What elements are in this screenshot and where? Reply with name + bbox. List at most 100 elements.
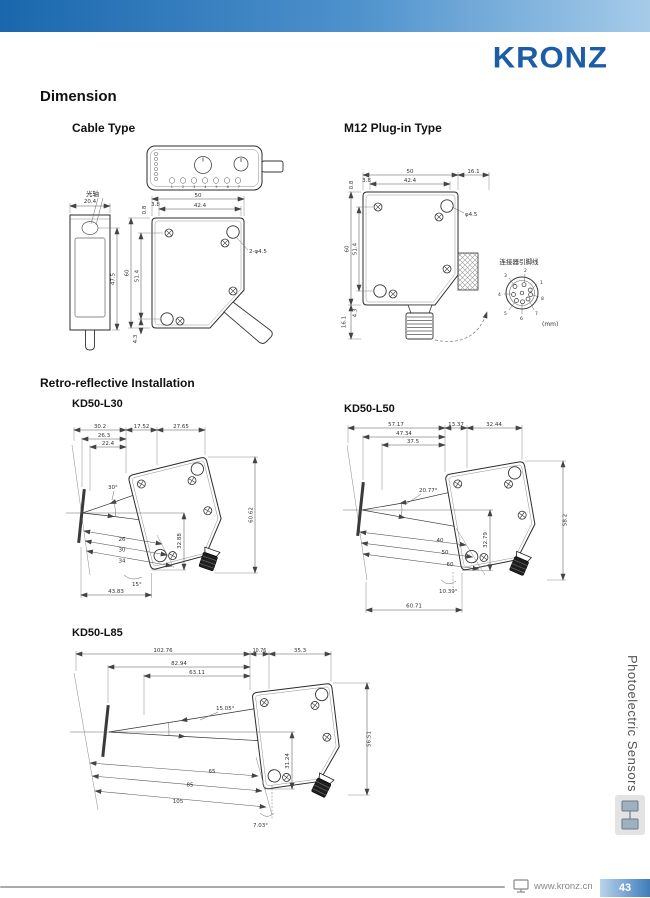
connector-pinout: 连接器引脚线 1 2 3 4 5 6 7 8 (mm) [498, 257, 558, 328]
dim-label: 58.2 [563, 514, 569, 526]
monitor-icon [513, 879, 529, 893]
angle-label: 10.39° [439, 589, 458, 595]
sensor-body [128, 457, 233, 586]
beam-upper [399, 492, 449, 505]
dim-label: 37.5 [407, 439, 420, 445]
dim-label: 47.34 [396, 431, 412, 437]
dim-label: 10.76 [253, 648, 267, 654]
scale-numbers: 1234567 [171, 185, 249, 189]
m12-front-view: 50 16.1 42.4 3.8 0.8 φ4.5 60 51.4 4.3 16… [342, 169, 490, 342]
dim-label: 30 [119, 548, 126, 554]
dim-label: 42.4 [194, 203, 207, 209]
reflector-plane-line [346, 444, 368, 581]
dim-label: 32.88 [177, 533, 183, 549]
dim-label: 32.79 [483, 532, 489, 548]
dim-label: 2-φ4.5 [249, 249, 267, 255]
cable-side-view: 光轴 20.4 47.5 [69, 189, 120, 351]
dim-label: 50 [195, 193, 202, 199]
angle-label: 15° [132, 582, 142, 588]
dim-label: 43.83 [108, 589, 124, 595]
adjuster-knob [194, 156, 212, 174]
dim-label: 35.3 [294, 648, 307, 654]
beam-lower [108, 731, 186, 739]
dim-label: φ4.5 [465, 212, 478, 218]
dim-label: 4.3 [133, 334, 139, 343]
header-gradient-bar [0, 0, 650, 32]
section-retro: Retro-reflective Installation [40, 376, 195, 390]
dim-label: 20.4 [84, 199, 97, 205]
dim-label: 51.4 [353, 242, 359, 255]
cable-stub [261, 160, 284, 173]
dim-label: 60.62 [249, 507, 255, 523]
cable-front-view: 50 42.4 3.8 0.8 2-φ4.5 60 51.4 4.3 [125, 193, 273, 344]
dim-label: 63.11 [189, 670, 205, 676]
dim-label: 16.1 [467, 169, 479, 175]
brand-logo: KRONZ [492, 40, 608, 75]
lens-circle [81, 221, 99, 235]
dim-label: 60 [125, 269, 131, 276]
m12-type-drawing: 50 16.1 42.4 3.8 0.8 φ4.5 60 51.4 4.3 16… [342, 169, 558, 342]
dim-label: 26.3 [98, 433, 111, 439]
dim-label: 65 [209, 769, 216, 775]
pin-number: 5 [504, 311, 507, 317]
dim-label: 50 [407, 169, 414, 175]
pin-number: 1 [540, 280, 543, 286]
dim-label: 57.17 [388, 422, 404, 428]
dim-label: 40 [437, 538, 444, 544]
reflector [101, 704, 110, 758]
cable-top-view: 1234567 [146, 145, 284, 191]
dim-label: 47.5 [111, 272, 117, 285]
dim-label: 4.3 [353, 308, 359, 317]
dim-label: 32.44 [486, 422, 502, 428]
m12-thread-connector [405, 312, 434, 340]
page-number-badge: 43 [600, 879, 650, 897]
dim-label: 60.71 [406, 604, 422, 610]
kd50-l50-drawing: 20.77° 57.17 13.37 32.44 47.34 37.5 40 5… [343, 422, 569, 613]
dim-label: 22.4 [102, 441, 115, 447]
angle-label: 7.03° [253, 823, 268, 829]
dim-label: 34 [119, 559, 126, 565]
pin-number: 2 [524, 268, 527, 274]
lens-window [74, 237, 106, 318]
dim-label: 102.76 [153, 648, 173, 654]
dim-label: 50 [442, 550, 449, 556]
dim-label: 85 [187, 783, 194, 789]
dim-label: 31.24 [285, 753, 291, 769]
scale-marks [168, 177, 242, 184]
dim-label: 56.51 [367, 731, 373, 747]
subsection-kd50-l30: KD50-L30 [72, 398, 123, 410]
dim-label: 105 [173, 799, 184, 805]
subsection-kd50-l85: KD50-L85 [72, 627, 123, 639]
knurled-block [457, 252, 479, 291]
kd50-l85-drawing: 15.05° 102.76 10.76 35.3 82.94 63.11 65 … [70, 648, 373, 829]
section-cable-type: Cable Type [72, 121, 136, 135]
kd50-l30-drawing: 30° 30.2 17.52 27.65 26.3 22.4 26 30 34 … [66, 424, 258, 598]
dim-label: 51.4 [135, 269, 141, 282]
optical-axis-label: 光轴 [86, 189, 100, 198]
sidebar-category-label: Photoelectric Sensors [625, 655, 640, 792]
beam-lower [82, 512, 115, 519]
pin-number: 7 [535, 311, 538, 317]
dim-label: 3.8 [362, 178, 371, 184]
beam-lower [361, 509, 406, 520]
page-title: Dimension [40, 88, 117, 105]
sensor-body [252, 683, 345, 805]
pin-number: 3 [504, 273, 507, 279]
angle-label: 15.05° [216, 706, 235, 712]
reflector-plane-line [73, 672, 99, 811]
dim-label: 17.52 [134, 424, 150, 430]
dim-label: 60 [447, 562, 454, 568]
beam-upper [180, 708, 255, 723]
dim-label: 26 [119, 537, 126, 543]
angle-label: 20.77° [419, 488, 438, 494]
selector-knob [233, 156, 249, 172]
dim-label: 42.4 [404, 178, 417, 184]
angle-label: 30° [108, 485, 118, 491]
pin-number: 6 [520, 316, 523, 322]
dim-label: 30.2 [94, 424, 106, 430]
beam-upper [109, 495, 133, 504]
dim-label: 3.8 [151, 202, 160, 208]
subsection-kd50-l50: KD50-L50 [344, 403, 395, 415]
cable-type-drawing: 1234567 光轴 20.4 47.5 50 42.4 3.8 0 [69, 145, 284, 351]
sensor-category-icon [615, 795, 645, 835]
